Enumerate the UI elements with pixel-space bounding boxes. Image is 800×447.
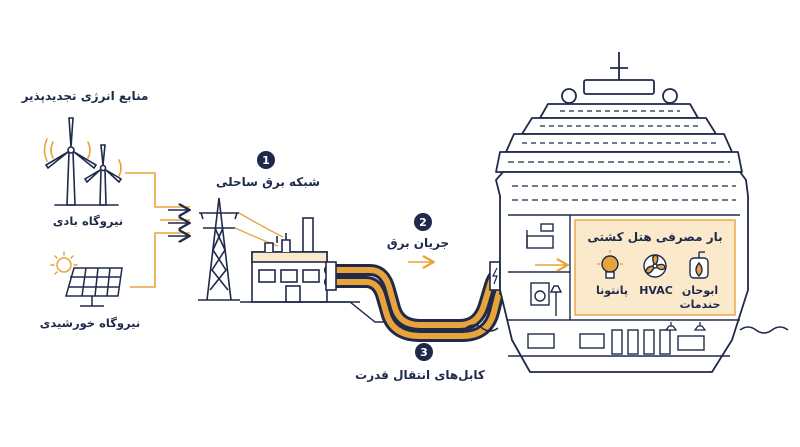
transmission-tower-icon — [198, 197, 240, 301]
ship-interior — [508, 214, 740, 357]
hvac-label: HVAC — [639, 284, 673, 297]
step-three-number: 3 — [420, 346, 428, 359]
substation-building-icon — [251, 217, 328, 303]
water-heating-label-line1: ابوحان — [682, 284, 718, 297]
power-wires — [234, 212, 284, 247]
lightning-icon — [492, 267, 498, 285]
power-cable — [324, 264, 514, 342]
lamp-icon — [664, 322, 707, 331]
current-label: جریان برق — [387, 236, 449, 250]
sun-icon — [50, 251, 78, 275]
cruise-ship — [495, 52, 749, 373]
wind-motion-marks — [43, 138, 122, 177]
step-three-badge — [415, 343, 433, 361]
step-one-number: 1 — [262, 154, 270, 167]
renewable-feed-lines — [125, 172, 190, 288]
step-two-badge — [414, 213, 432, 231]
hotel-load-title: بار مصرفی هتل کشتی — [587, 230, 722, 244]
water-heater-icon — [689, 251, 709, 279]
water-heating-label-line2: حندمات — [680, 298, 721, 311]
solar-panel-icon — [65, 267, 123, 307]
lightbulb-icon — [601, 255, 619, 279]
cables-label: کابل‌های انتقال قدرت — [355, 368, 485, 382]
pantry-label: پانتونا — [596, 284, 628, 297]
bulb-glow-marks — [597, 250, 623, 265]
water-waves — [465, 324, 789, 334]
grid-label: شبکه برق ساحلی — [216, 175, 320, 189]
wind-label: نیروگاه بادی — [53, 214, 123, 229]
solar-label: نیروگاه خورشیدی — [40, 316, 140, 331]
ship-windows — [508, 110, 736, 201]
renewables-title: منابع انرژی تجدیدپذیر — [21, 89, 149, 103]
step-two-number: 2 — [419, 216, 427, 229]
step-one-badge — [257, 151, 275, 169]
hvac-fan-icon — [643, 254, 667, 278]
wind-turbine-icon — [44, 117, 123, 206]
